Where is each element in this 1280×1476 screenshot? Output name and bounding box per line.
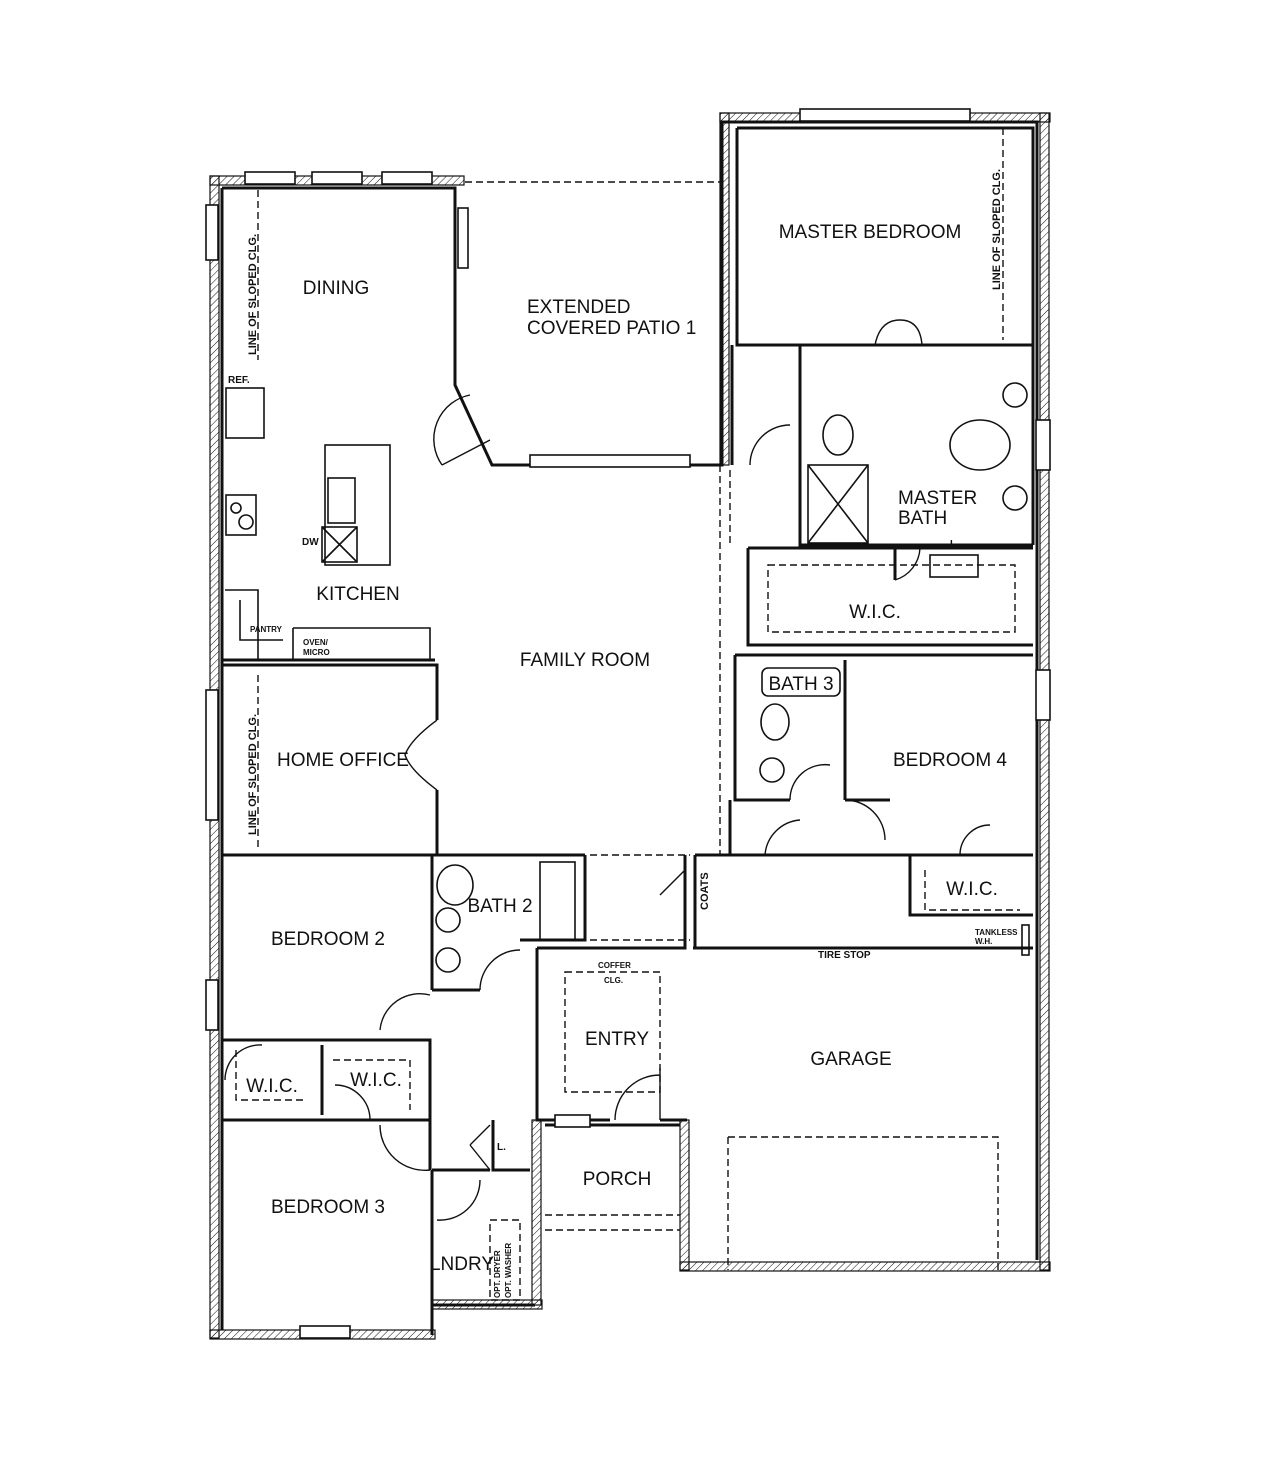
room-wic-bed3: W.I.C. (350, 1070, 402, 1091)
room-patio-line2: COVERED PATIO 1 (527, 318, 696, 339)
room-dining: DINING (303, 278, 370, 299)
coffer-label-line1: COFFER (598, 961, 631, 970)
toilet-icon (760, 703, 790, 741)
room-bath2: BATH 2 (467, 896, 532, 917)
coats-label: COATS (699, 872, 711, 910)
shower-icon (807, 464, 869, 544)
dw-label: DW (302, 537, 319, 548)
fixtures (225, 382, 1030, 973)
room-bedroom2: BEDROOM 2 (271, 929, 385, 950)
linen-label: L. (950, 539, 959, 550)
room-laundry: LNDRY (430, 1254, 494, 1275)
dashed-lines (235, 128, 1020, 1301)
room-patio-line1: EXTENDED (527, 297, 630, 318)
opt-dryer-label: OPT. DRYER (493, 1250, 502, 1298)
toilet-icon (822, 414, 854, 456)
sink-icon (759, 757, 785, 783)
room-porch: PORCH (583, 1169, 652, 1190)
coffer-label-line2: CLG. (604, 976, 623, 985)
room-entry: ENTRY (585, 1029, 649, 1050)
tankless-label-line2: W.H. (975, 937, 992, 946)
pantry-label: PANTRY (250, 625, 283, 634)
ref-label: REF. (228, 375, 250, 386)
room-home-office: HOME OFFICE (277, 750, 409, 771)
linen-label: L. (497, 1142, 506, 1153)
windows (205, 108, 1051, 1339)
room-wic-master: W.I.C. (849, 602, 901, 623)
room-wic-bed2: W.I.C. (246, 1076, 298, 1097)
room-family-room: FAMILY ROOM (520, 650, 650, 671)
bathtub-icon (539, 861, 576, 941)
dishwasher-icon (321, 526, 358, 563)
oven-label-line1: OVEN/ (303, 638, 329, 647)
sloped-ceiling-note: LINE OF SLOPED CLG. (247, 714, 259, 835)
room-labels: DINING EXTENDED COVERED PATIO 1 MASTER B… (246, 222, 1007, 1275)
annotations: LINE OF SLOPED CLG. LINE OF SLOPED CLG. … (228, 169, 1018, 1298)
room-master-bath-line2: BATH (898, 508, 947, 529)
room-master-bath-line1: MASTER (898, 488, 977, 509)
room-bedroom3: BEDROOM 3 (271, 1197, 385, 1218)
room-bath3: BATH 3 (768, 674, 833, 695)
room-bedroom4: BEDROOM 4 (893, 750, 1007, 771)
range-icon (225, 494, 257, 536)
oven-label-line2: MICRO (303, 648, 330, 657)
sink-icon (327, 477, 356, 524)
sloped-ceiling-note: LINE OF SLOPED CLG. (991, 169, 1003, 290)
tire-stop-label: TIRE STOP (818, 950, 871, 961)
sink-icon (435, 947, 461, 973)
room-master-bedroom: MASTER BEDROOM (779, 222, 962, 243)
sink-icon (435, 907, 461, 933)
sloped-ceiling-note: LINE OF SLOPED CLG. (247, 234, 259, 355)
sink-icon (1002, 382, 1028, 408)
room-kitchen: KITCHEN (316, 584, 399, 605)
sink-icon (1002, 485, 1028, 511)
kitchen-island (324, 444, 391, 566)
doors (224, 319, 991, 1221)
refrigerator-icon (225, 387, 265, 439)
bathtub-icon (949, 419, 1011, 471)
toilet-icon (436, 864, 474, 906)
linen-closet (929, 554, 979, 578)
room-garage: GARAGE (810, 1049, 891, 1070)
opt-washer-label: OPT. WASHER (504, 1243, 513, 1298)
water-heater-icon (1021, 924, 1030, 956)
tankless-label-line1: TANKLESS (975, 928, 1018, 937)
room-wic-bed4: W.I.C. (946, 879, 998, 900)
